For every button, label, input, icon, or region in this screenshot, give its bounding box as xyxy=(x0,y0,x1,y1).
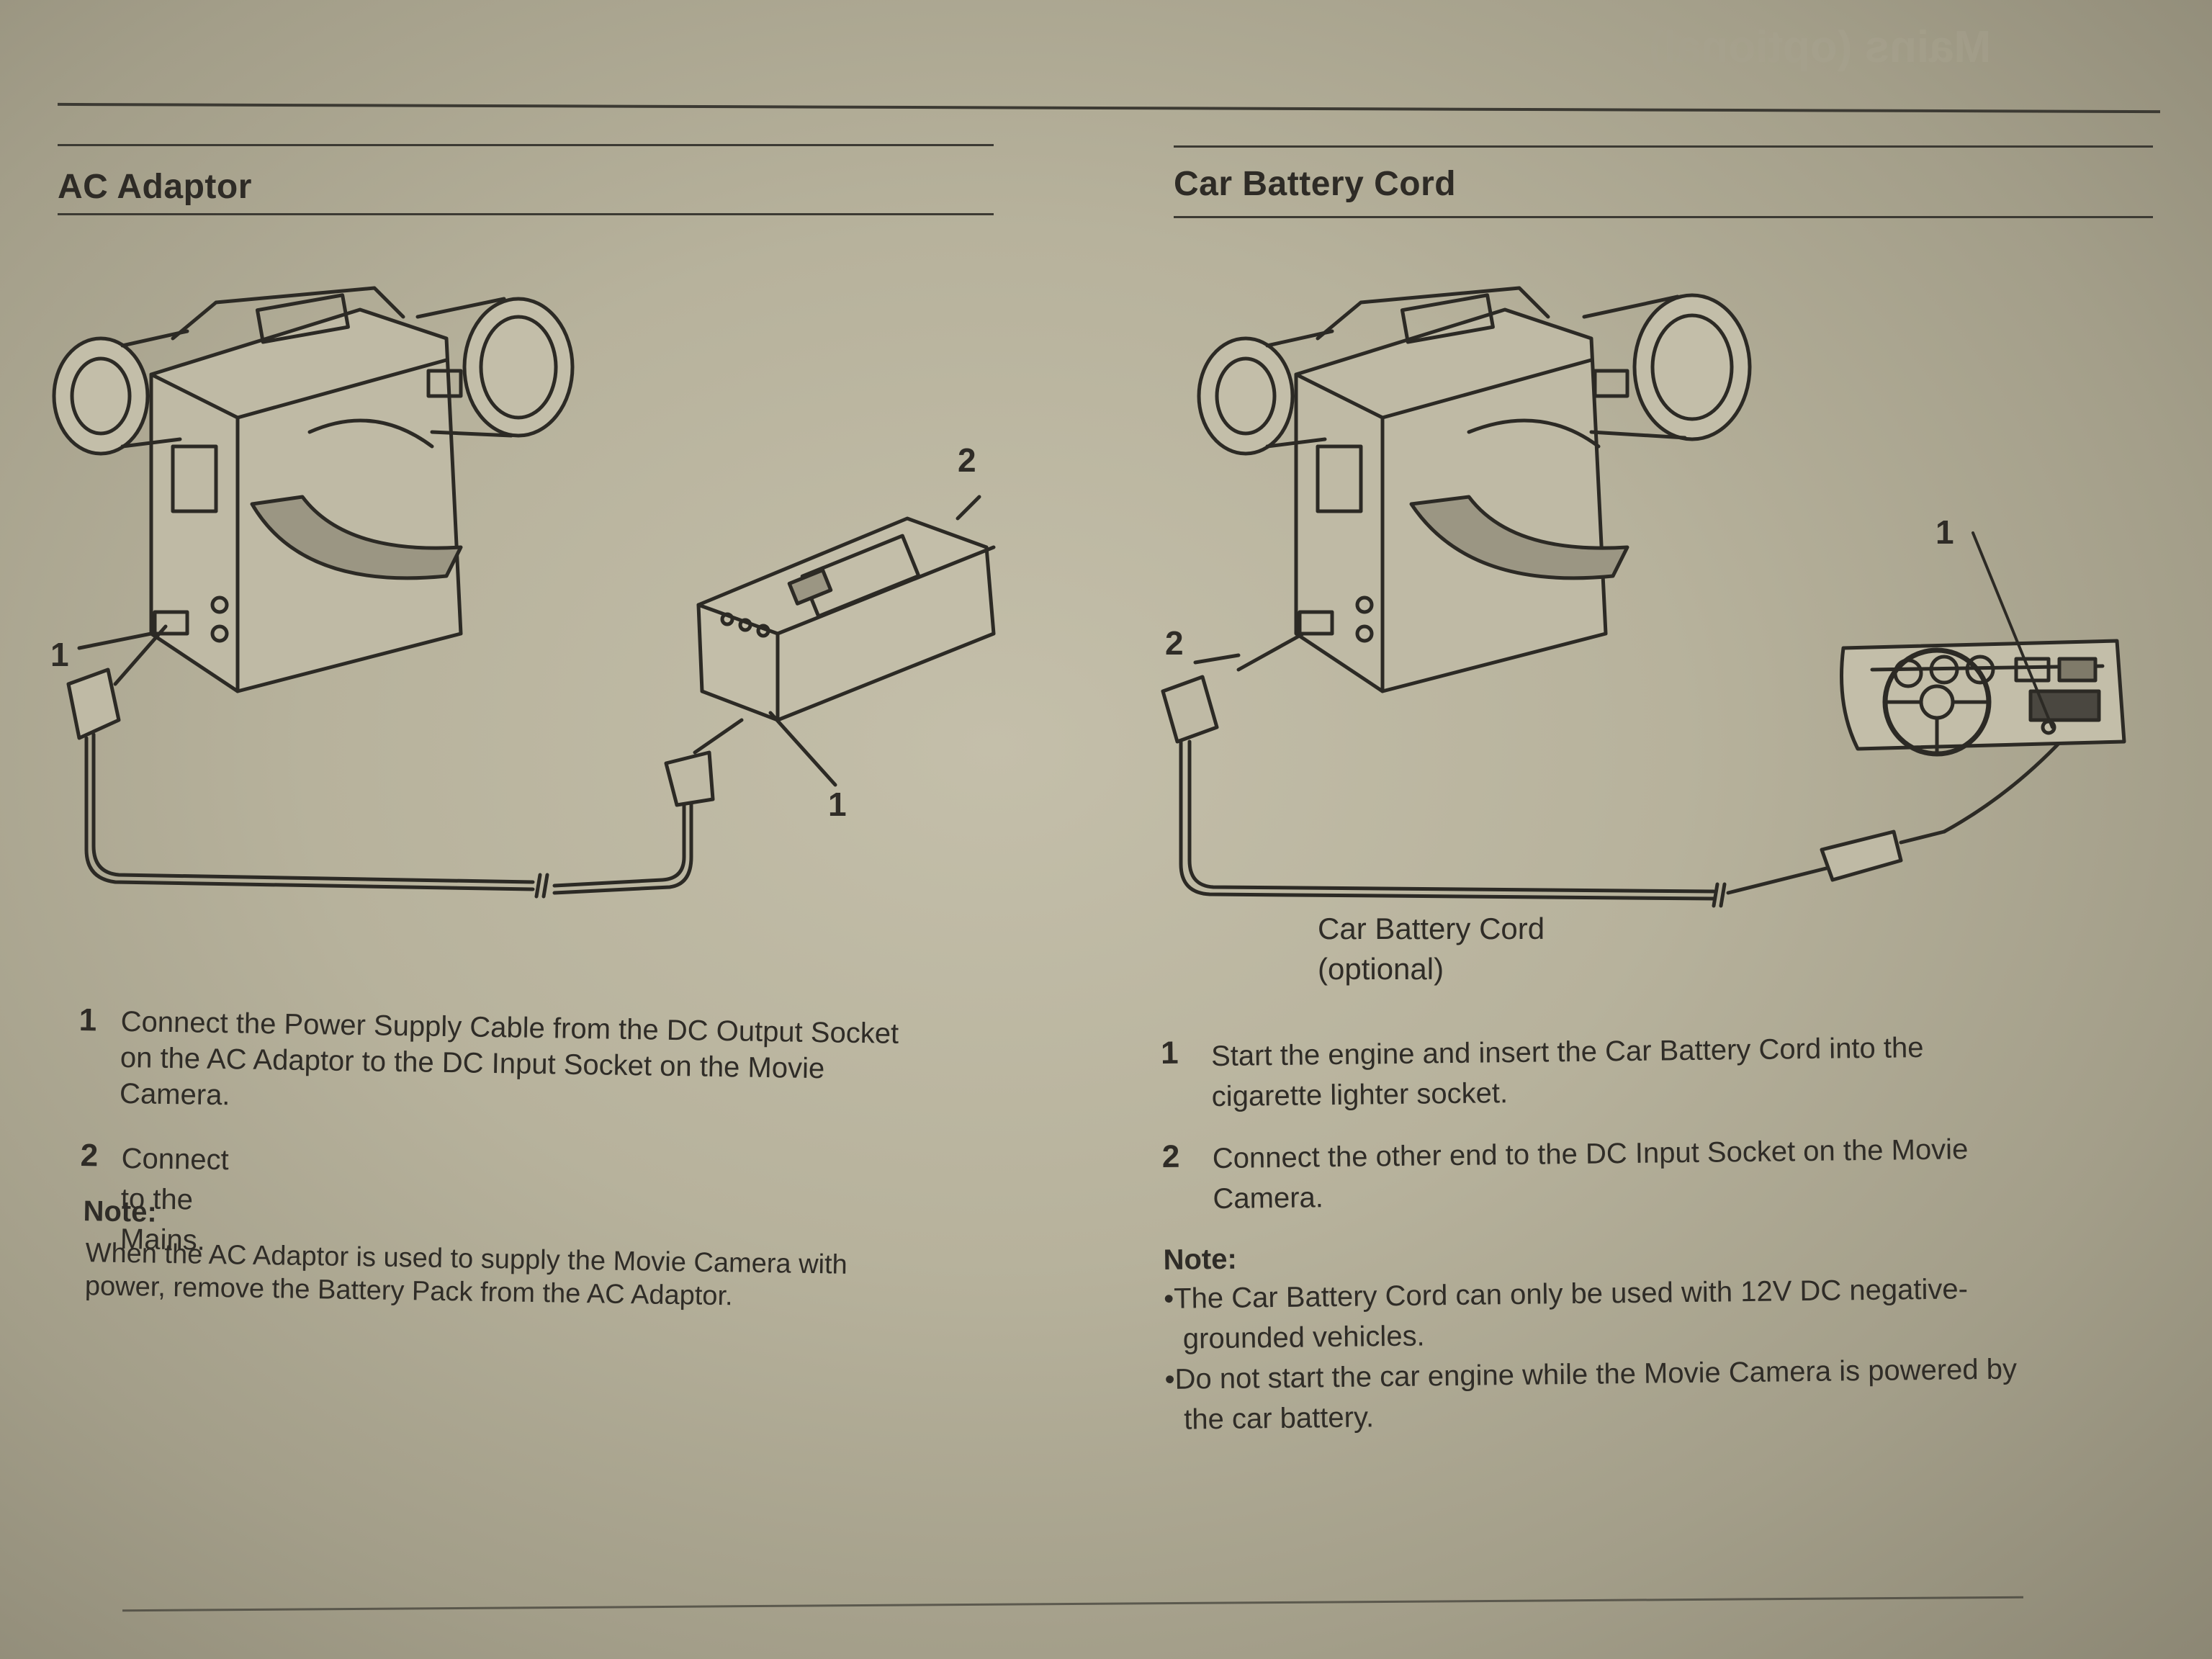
car-battery-cable xyxy=(1161,631,2076,908)
car-step-1-text: Start the engine and insert the Car Batt… xyxy=(1211,1025,2148,1117)
ac-note-text: When the AC Adaptor is used to supply th… xyxy=(84,1233,985,1321)
car-battery-cord-heading: Car Battery Cord xyxy=(1174,165,1457,203)
camcorder-illustration-right xyxy=(1197,286,1752,693)
bullet-text: grounded vehicles. xyxy=(1182,1320,1425,1355)
ac-adaptor-heading: AC Adaptor xyxy=(58,168,252,206)
callout-2-camera-socket: 2 xyxy=(1165,624,1184,662)
car-note-label: Note: xyxy=(1163,1243,1238,1276)
ac-adaptor-illustration xyxy=(696,495,996,787)
bullet-dot: • xyxy=(1163,1282,1174,1315)
callout-leader-1-left xyxy=(77,631,153,650)
bullet-text: the car battery. xyxy=(1183,1401,1375,1436)
step-number: 1 xyxy=(1160,1035,1179,1071)
step-number: 1 xyxy=(78,1002,97,1038)
bullet-text: Do not start the car engine while the Mo… xyxy=(1174,1353,2018,1395)
caption-line: (optional) xyxy=(1318,952,1444,986)
dc-cable-left xyxy=(66,624,744,899)
callout-1-camera-socket: 1 xyxy=(50,636,69,673)
left-section-rule-bottom xyxy=(58,213,994,215)
bullet-dot: • xyxy=(1164,1363,1175,1395)
ac-note-label: Note: xyxy=(83,1195,158,1228)
callout-leader-2-right xyxy=(1193,653,1241,665)
bullet-text: The Car Battery Cord can only be used wi… xyxy=(1173,1273,1969,1315)
ac-step-1-text: Connect the Power Supply Cable from the … xyxy=(120,1002,1021,1128)
callout-1-adaptor-socket: 1 xyxy=(828,786,847,823)
right-section-rule-bottom xyxy=(1174,216,2153,218)
car-step-2-text: Connect the other end to the DC Input So… xyxy=(1212,1127,2149,1219)
car-battery-cord-caption: Car Battery Cord (optional) xyxy=(1318,909,1545,989)
right-section-rule-top xyxy=(1174,145,2153,148)
step-number: 2 xyxy=(80,1138,99,1174)
car-note-bullet-1: •The Car Battery Cord can only be used w… xyxy=(1164,1267,2136,1359)
car-note-bullet-2: •Do not start the car engine while the M… xyxy=(1164,1347,2173,1440)
left-section-rule-top xyxy=(58,144,994,146)
caption-line: Car Battery Cord xyxy=(1318,912,1545,945)
step-number: 2 xyxy=(1161,1138,1180,1174)
camcorder-illustration-left xyxy=(52,286,575,693)
callout-2-mains-plug: 2 xyxy=(958,441,976,479)
car-dashboard-illustration xyxy=(1840,531,2126,757)
callout-1-lighter-socket: 1 xyxy=(1936,513,1954,551)
